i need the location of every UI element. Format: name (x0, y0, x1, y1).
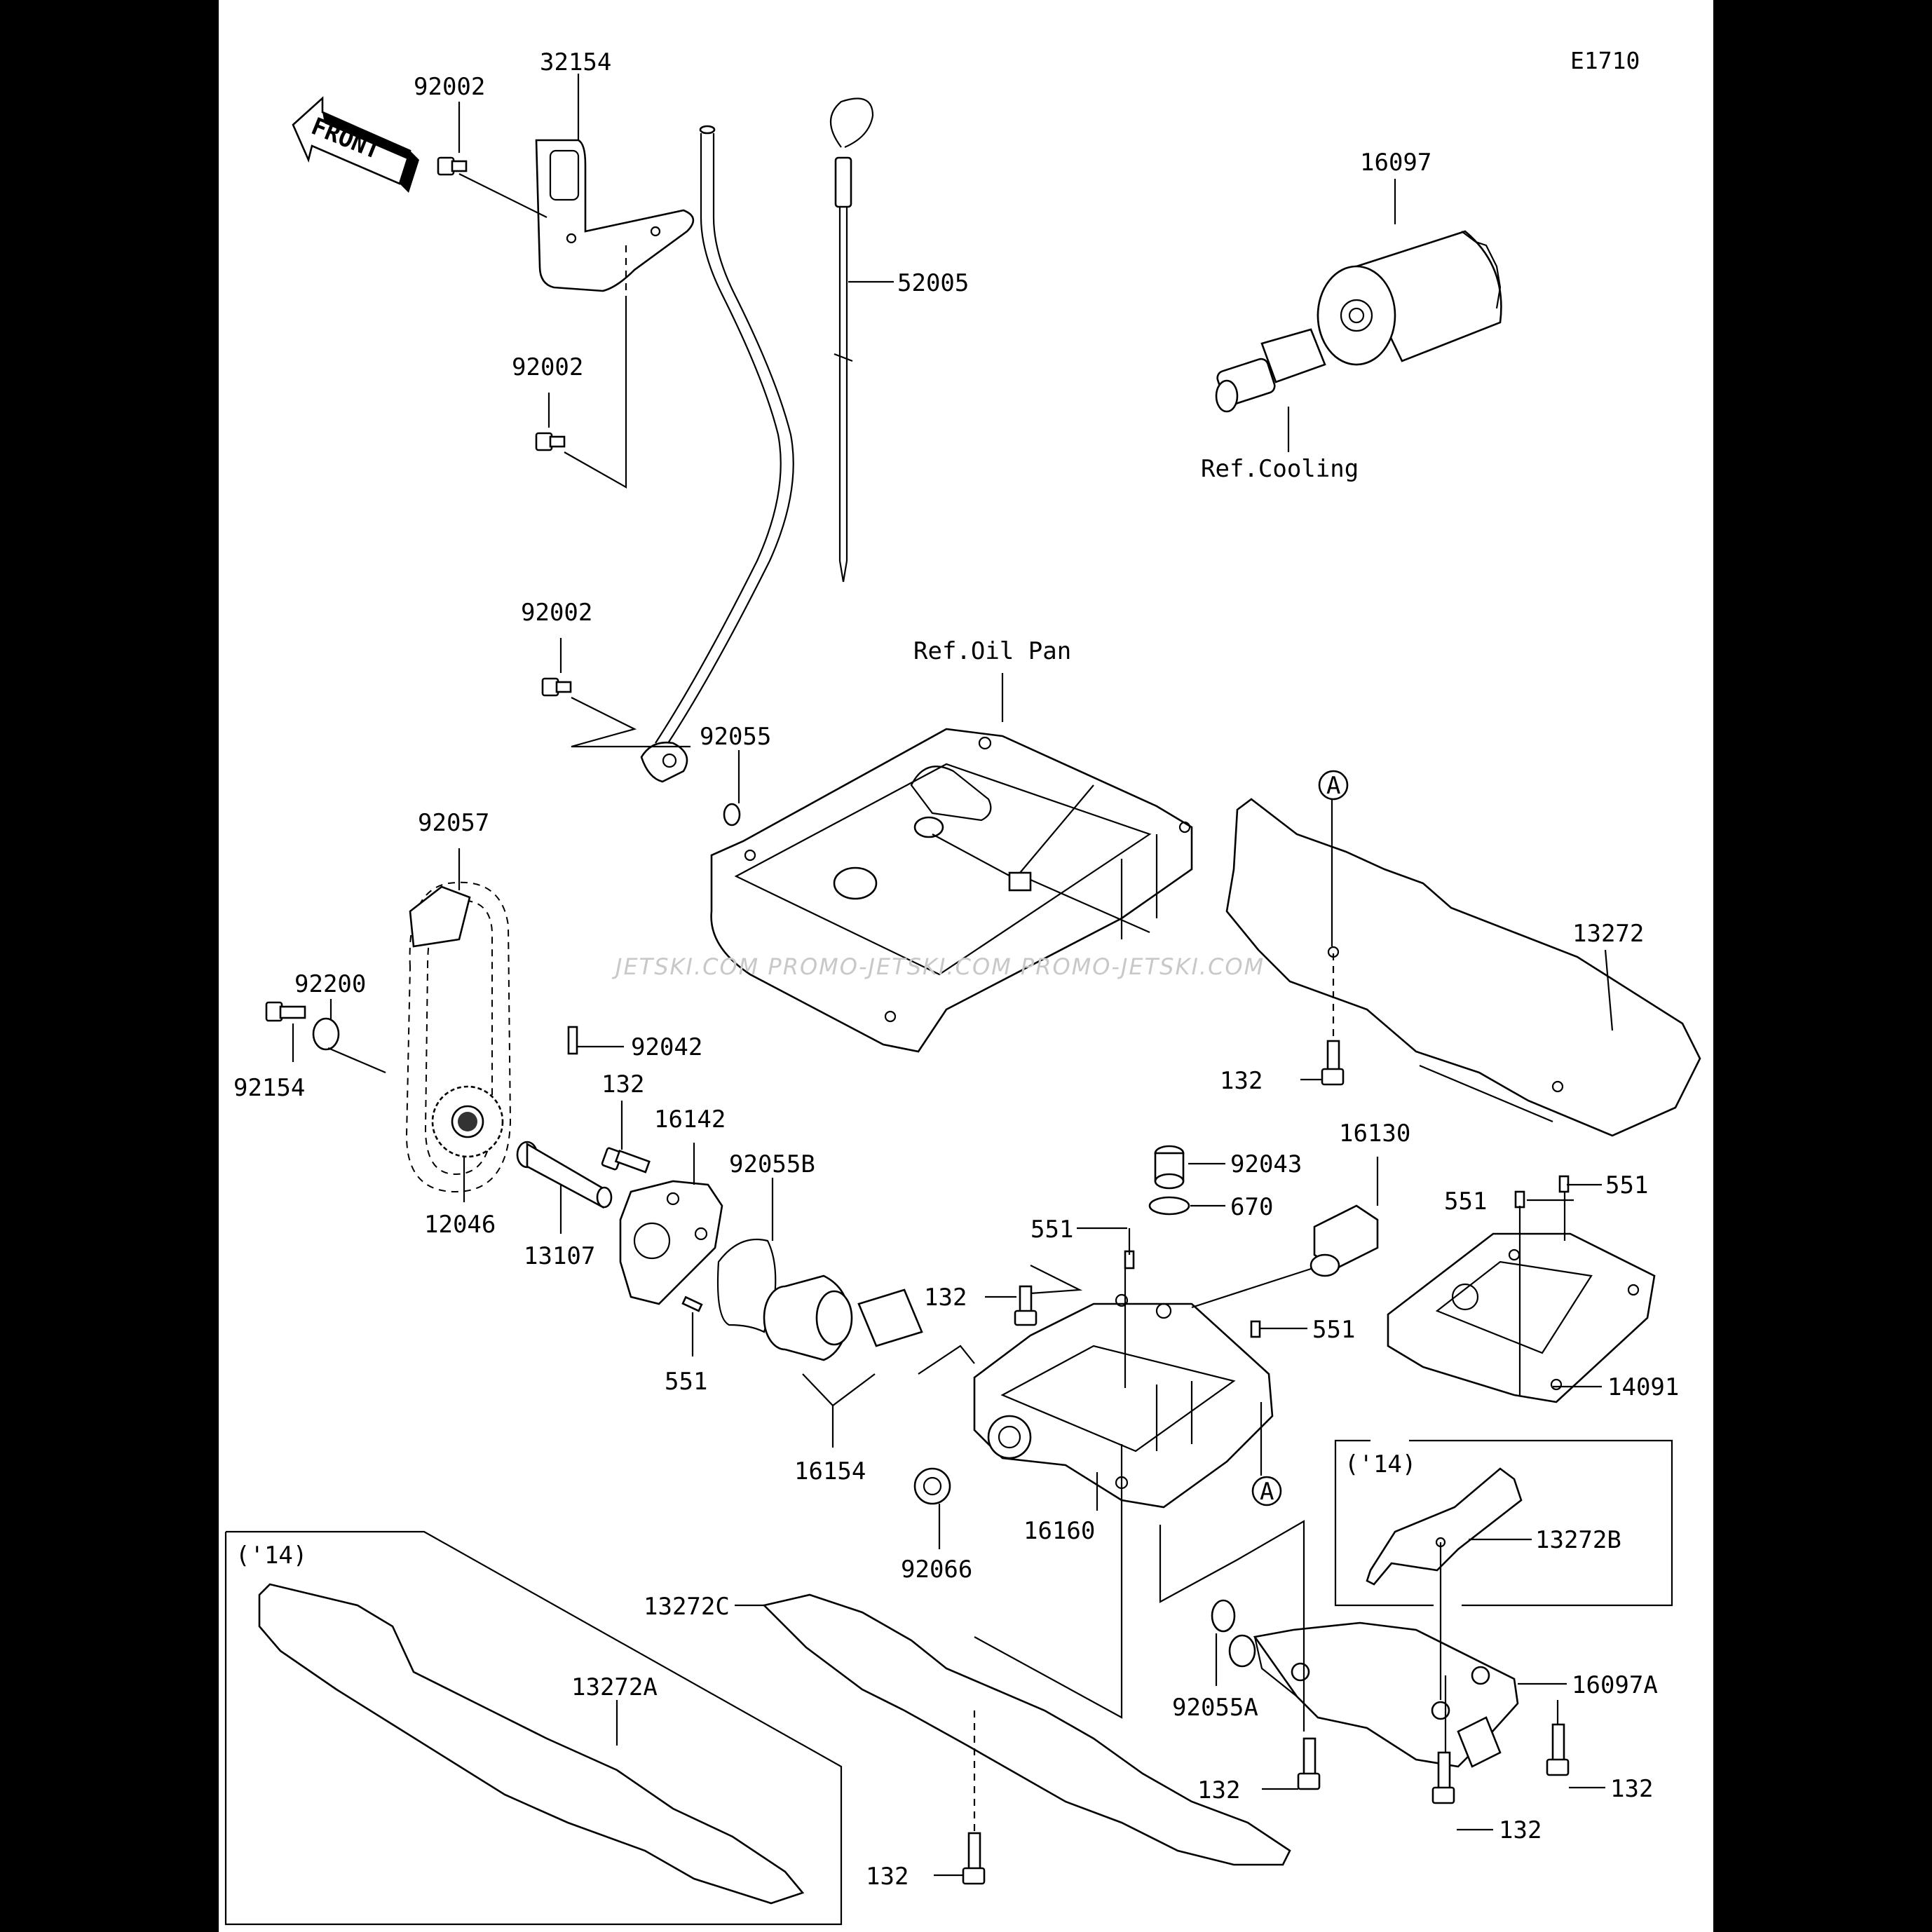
diagram-code: E1710 (1570, 47, 1640, 74)
o-ring-92055a (1211, 1599, 1236, 1633)
label-132-lower-c: 132 (1610, 1775, 1653, 1803)
collar-92043 (1154, 1145, 1185, 1190)
shaft-13107 (516, 1141, 613, 1209)
rotor-set-16154 (763, 1274, 923, 1361)
variant-box-right: ('14) (1334, 1439, 1673, 1607)
pin-551-right-a (1250, 1320, 1261, 1338)
marker-a-top: A (1318, 770, 1349, 801)
label-32154: 32154 (540, 48, 611, 76)
cam-chain-92057 (405, 881, 512, 1193)
label-132-lower-b: 132 (1499, 1816, 1542, 1844)
label-670: 670 (1230, 1193, 1273, 1221)
label-132-pump: 132 (601, 1070, 644, 1098)
marker-a-top-label: A (1326, 772, 1340, 800)
filter-fitting (1215, 328, 1326, 413)
oil-filler-tube (640, 125, 794, 783)
bolt-132-lower-a (1297, 1737, 1321, 1790)
bolt-92002-middle (535, 432, 566, 451)
bolt-92154 (265, 1001, 306, 1022)
bolt-132-center (1014, 1285, 1038, 1326)
variant-label-left: ('14) (236, 1542, 307, 1570)
baffle-plate-13272 (1225, 798, 1701, 1137)
label-16154: 16154 (794, 1457, 866, 1485)
label-92200: 92200 (294, 970, 366, 998)
front-arrow: FRONT (292, 96, 419, 193)
label-13272a: 13272A (571, 1673, 658, 1701)
filter-housing-16097a (1228, 1621, 1519, 1768)
label-92154: 92154 (233, 1074, 305, 1102)
bolt-92002-lower (541, 677, 572, 697)
label-92002-middle: 92002 (512, 353, 583, 381)
bolt-132-pump (601, 1147, 651, 1174)
stiffener-14091 (1387, 1232, 1656, 1403)
label-12046: 12046 (424, 1211, 496, 1239)
label-132-bottom: 132 (866, 1863, 909, 1891)
oil-filter-16097 (1317, 230, 1502, 366)
label-92002-top: 92002 (414, 73, 485, 101)
label-92042: 92042 (631, 1033, 702, 1061)
label-16097: 16097 (1360, 149, 1431, 177)
leader-lines (292, 74, 1614, 1877)
label-132-lower-a: 132 (1197, 1776, 1240, 1804)
relief-valve-16130 (1309, 1204, 1379, 1277)
marker-a-bottom: A (1251, 1476, 1282, 1506)
label-13272: 13272 (1572, 920, 1644, 948)
label-ref-oil-pan: Ref.Oil Pan (913, 637, 1071, 665)
bolt-132-bottom (962, 1832, 986, 1885)
dipstick-52005 (829, 97, 874, 583)
oil-pan (710, 728, 1193, 1053)
label-16160: 16160 (1023, 1517, 1095, 1545)
label-92055b: 92055B (729, 1150, 815, 1178)
label-92057: 92057 (418, 809, 489, 837)
bolt-132-lower-b (1431, 1751, 1455, 1804)
bolt-132-lower-c (1546, 1723, 1570, 1776)
plug-92066 (913, 1467, 951, 1505)
label-92055: 92055 (700, 723, 771, 751)
pin-551-right-b (1514, 1190, 1525, 1209)
label-551-right-a: 551 (1312, 1316, 1355, 1344)
bolt-132-baffle (1321, 1040, 1345, 1086)
label-14091: 14091 (1607, 1373, 1679, 1401)
label-551-right-b: 551 (1444, 1188, 1487, 1216)
label-52005: 52005 (897, 269, 969, 297)
label-551-pump: 551 (665, 1368, 707, 1396)
o-ring-670 (1148, 1196, 1190, 1216)
baffle-plate-13272c (762, 1593, 1291, 1866)
pump-body-16160 (973, 1293, 1274, 1509)
pump-cover-16142 (619, 1180, 723, 1305)
label-92002-lower: 92002 (521, 599, 592, 627)
pin-551-pump (681, 1295, 703, 1312)
marker-a-bottom-label: A (1260, 1478, 1274, 1506)
label-92055a: 92055A (1172, 1694, 1258, 1722)
label-16142: 16142 (654, 1106, 726, 1134)
label-92043: 92043 (1230, 1150, 1302, 1178)
label-13107: 13107 (524, 1242, 595, 1270)
watermark: JETSKI.COM PROMO-JETSKI.COM PROMO-JETSKI… (611, 953, 1265, 980)
label-16130: 16130 (1339, 1120, 1410, 1148)
label-132-baffle: 132 (1220, 1067, 1263, 1095)
o-ring-92055 (723, 803, 741, 826)
label-92066: 92066 (901, 1556, 972, 1584)
bracket-32154 (535, 139, 695, 292)
label-16097a: 16097A (1572, 1671, 1658, 1699)
label-13272b: 13272B (1535, 1526, 1621, 1554)
label-551-right-c: 551 (1605, 1171, 1648, 1199)
label-551-center: 551 (1030, 1216, 1073, 1244)
label-13272c: 13272C (644, 1593, 730, 1621)
sprocket-12046 (431, 1085, 504, 1158)
variant-box-left: ('14) (224, 1530, 843, 1926)
label-132-center: 132 (924, 1284, 967, 1312)
variant-label-right: ('14) (1345, 1450, 1416, 1478)
label-ref-cooling: Ref.Cooling (1201, 455, 1359, 483)
bolt-92002-top (437, 156, 468, 176)
pin-92042 (567, 1026, 578, 1055)
washer-92200 (312, 1017, 340, 1051)
